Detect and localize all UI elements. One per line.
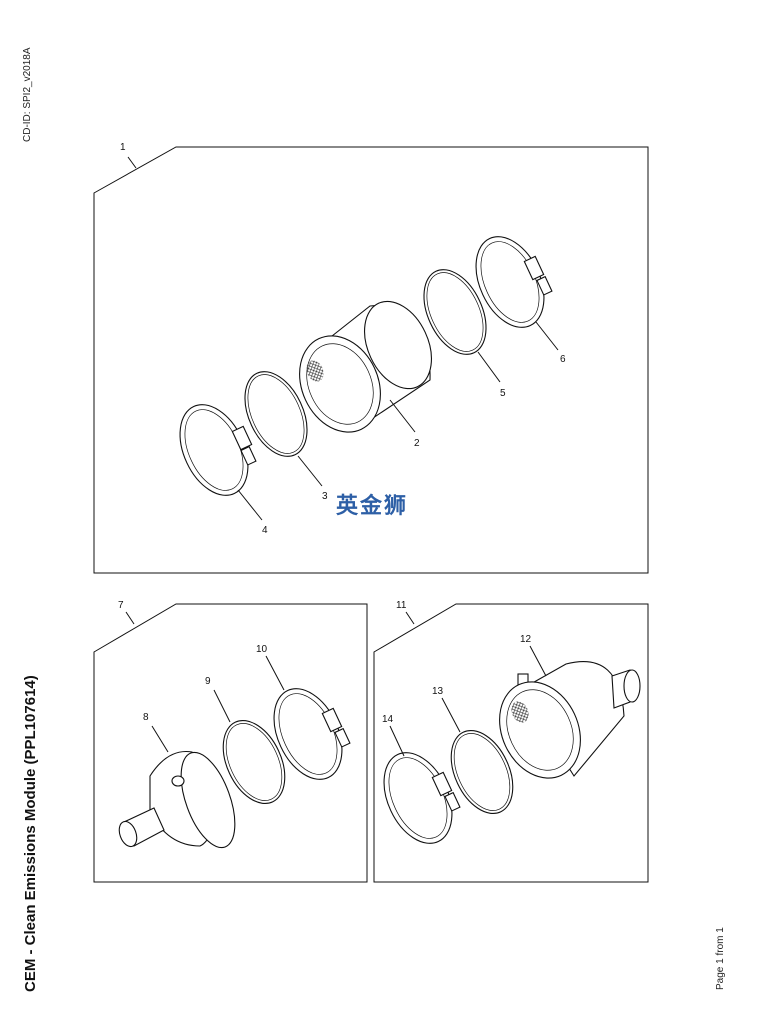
callout-10: 10 — [256, 644, 268, 655]
callout-3-leader — [297, 455, 323, 487]
callout-1-leader — [127, 156, 137, 169]
callout-12-leader — [529, 645, 547, 677]
clamp-4 — [179, 404, 257, 496]
callout-2-leader — [389, 399, 416, 433]
gasket-13-inner — [453, 733, 511, 811]
watermark-text: 英金狮 — [336, 493, 408, 519]
panel-1-frame — [93, 146, 649, 574]
callout-1: 1 — [120, 142, 126, 153]
callout-7: 7 — [118, 600, 124, 611]
callout-4: 4 — [262, 525, 268, 536]
gasket-5-inner — [426, 272, 484, 352]
gasket-3-inner — [247, 374, 305, 454]
clamp-14 — [383, 752, 461, 844]
callout-2: 2 — [414, 438, 420, 449]
gasket-9-inner — [225, 723, 283, 801]
callout-3: 3 — [322, 491, 328, 502]
callout-6-leader — [535, 321, 559, 351]
callout-9-leader — [213, 689, 231, 723]
callout-14: 14 — [382, 714, 394, 725]
inlet-cone-8 — [118, 750, 236, 849]
callout-8: 8 — [143, 712, 149, 723]
panel-7-frame — [93, 603, 368, 883]
callout-8-leader — [151, 725, 169, 753]
callout-4-leader — [237, 489, 263, 521]
callout-7-leader — [125, 611, 135, 625]
callout-14-leader — [389, 725, 405, 757]
clamp-10 — [273, 688, 351, 780]
callout-10-leader — [265, 655, 285, 691]
callout-13-leader — [441, 697, 461, 733]
panel-11-frame — [373, 603, 649, 883]
outlet-body-12 — [499, 661, 641, 779]
callout-11: 11 — [396, 600, 407, 611]
callout-11-leader — [405, 611, 415, 625]
callout-5: 5 — [500, 388, 506, 399]
callout-5-leader — [477, 351, 501, 383]
clamp-6 — [475, 236, 553, 328]
callout-9: 9 — [205, 676, 211, 687]
callout-12: 12 — [520, 634, 532, 645]
filter-body-2 — [299, 300, 432, 433]
callout-13: 13 — [432, 686, 444, 697]
callout-6: 6 — [560, 354, 566, 365]
